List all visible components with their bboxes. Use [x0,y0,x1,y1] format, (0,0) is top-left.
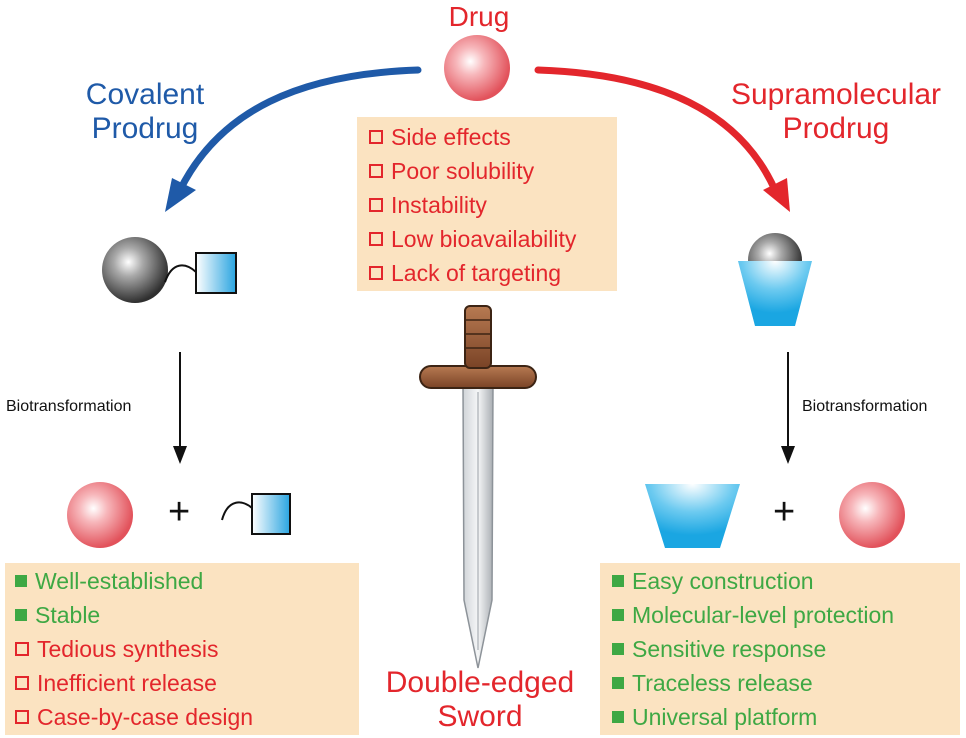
problem-item: Poor solubility [369,154,576,188]
filled-square-icon [15,575,27,587]
drug-label: Drug [448,1,510,32]
feature-item: Sensitive response [612,632,894,666]
covalent-title-line2: Prodrug [91,112,199,145]
biotransformation-label-left: Biotransformation [6,398,132,415]
covalent-features-list: Well-established Stable Tedious synthesi… [15,564,253,734]
open-square-icon [15,676,29,690]
open-square-icon [369,266,383,280]
linker-left [164,264,197,283]
covalent-title-line1: Covalent [85,78,205,111]
problem-item: Side effects [369,120,576,154]
biotransformation-label-right: Biotransformation [802,398,928,415]
covalent-prodrug-title: Covalent Prodrug [60,78,230,146]
sword-label: Double-edged Sword [368,666,592,734]
feature-item: Well-established [15,564,253,598]
feature-item: Easy construction [612,564,894,598]
sword-label-line1: Double-edged [385,666,575,699]
filled-square-icon [612,677,624,689]
promoiety-square-product [251,493,291,535]
drug-problems-box: Side effects Poor solubility Instability… [357,117,617,291]
open-square-icon [369,198,383,212]
feature-item: Case-by-case design [15,700,253,734]
sword-icon [419,305,537,669]
filled-square-icon [612,575,624,587]
feature-item: Tedious synthesis [15,632,253,666]
supramolecular-arrowhead [763,178,790,212]
supramolecular-title-line1: Supramolecular [730,78,942,111]
feature-item: Universal platform [612,700,894,734]
open-square-icon [369,130,383,144]
problem-item: Lack of targeting [369,256,576,290]
covalent-features-box: Well-established Stable Tedious synthesi… [5,563,359,735]
filled-square-icon [15,609,27,621]
released-drug-right [839,482,905,548]
feature-item: Inefficient release [15,666,253,700]
feature-item: Traceless release [612,666,894,700]
released-drug-left [67,482,133,548]
supramolecular-arrow [534,66,779,194]
filled-square-icon [612,711,624,723]
supramolecular-title-line2: Prodrug [782,112,890,145]
open-square-icon [369,232,383,246]
supramolecular-features-box: Easy construction Molecular-level protec… [600,563,960,735]
covalent-arrowhead [165,178,196,212]
sword-label-line2: Sword [437,700,523,733]
host-cavity-product [645,484,740,548]
covalent-arrow [176,66,422,194]
open-square-icon [15,642,29,656]
drug-ball [444,35,510,101]
promoiety-square-left [195,252,237,294]
filled-square-icon [612,609,624,621]
open-square-icon [15,710,29,724]
plus-sign-right: + [773,491,796,533]
supramolecular-features-list: Easy construction Molecular-level protec… [612,564,894,734]
problem-item: Low bioavailability [369,222,576,256]
carrier-ball-left [102,237,168,303]
problem-item: Instability [369,188,576,222]
linker-product-left [221,501,253,521]
host-cavity-right [738,261,812,326]
feature-item: Molecular-level protection [612,598,894,632]
plus-sign-left: + [168,491,191,533]
supramolecular-prodrug-title: Supramolecular Prodrug [716,78,956,146]
feature-item: Stable [15,598,253,632]
filled-square-icon [612,643,624,655]
open-square-icon [369,164,383,178]
drug-problems-list: Side effects Poor solubility Instability… [369,120,576,290]
